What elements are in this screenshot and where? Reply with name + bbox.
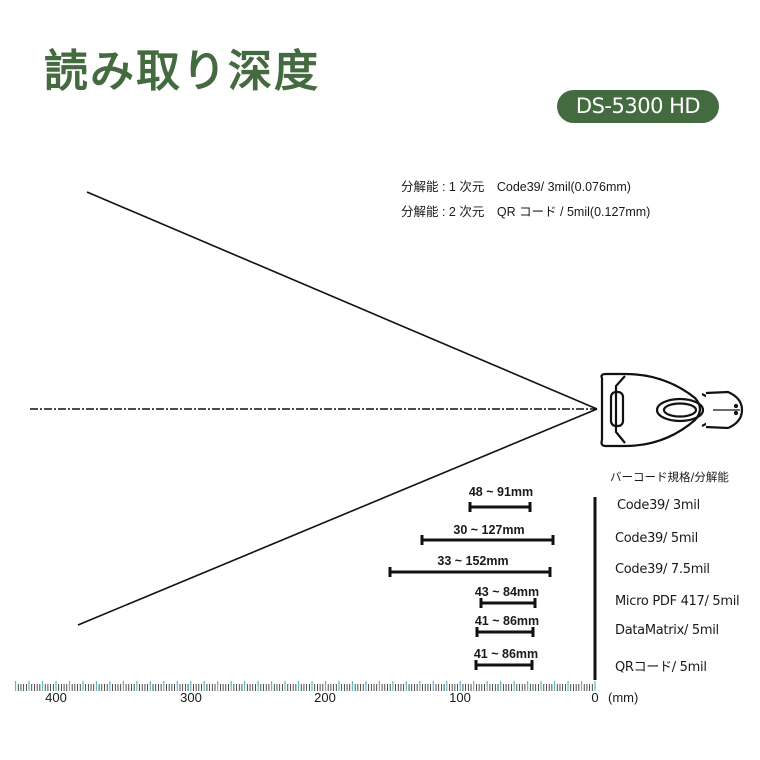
ruler-tick-label: 400 bbox=[45, 690, 67, 705]
distance-ruler bbox=[14, 681, 596, 691]
code-label: Code39/ 3mil bbox=[617, 498, 700, 513]
ruler-tick-label: 200 bbox=[314, 690, 336, 705]
code-label: DataMatrix/ 5mil bbox=[615, 623, 719, 638]
range-label: 41 ~ 86mm bbox=[474, 614, 540, 628]
range-bar-datamatrix-5mil bbox=[475, 627, 535, 637]
range-label: 48 ~ 91mm bbox=[468, 485, 534, 499]
scan-cone-lower-line bbox=[77, 408, 598, 626]
ruler-tick-label: 300 bbox=[180, 690, 202, 705]
range-bar-code39-3mil bbox=[468, 502, 532, 512]
range-label: 41 ~ 86mm bbox=[473, 647, 539, 661]
code-label: Code39/ 7.5mil bbox=[615, 562, 710, 577]
range-bar-micropdf417-5mil bbox=[479, 598, 537, 608]
ruler-tick-label: 0 bbox=[591, 690, 599, 705]
range-label: 43 ~ 84mm bbox=[474, 585, 540, 599]
page-title: 読み取り深度 bbox=[44, 46, 320, 97]
resolution-spec-1d: 分解能 : 1 次元 Code39/ 3mil(0.076mm) bbox=[401, 180, 631, 194]
code-label: QRコード/ 5mil bbox=[615, 660, 707, 675]
code-label: Code39/ 5mil bbox=[615, 531, 698, 546]
legend-heading: バーコード規格/分解能 bbox=[610, 470, 729, 484]
resolution-spec-2d: 分解能 : 2 次元 QR コード / 5mil(0.127mm) bbox=[401, 205, 651, 219]
ruler-unit: (mm) bbox=[608, 690, 639, 705]
model-badge: DS-5300 HD bbox=[557, 90, 719, 123]
barcode-scanner-icon bbox=[600, 372, 744, 448]
range-bar-qr-5mil bbox=[474, 660, 534, 670]
range-bar-code39-5mil bbox=[420, 535, 555, 545]
range-bars bbox=[388, 502, 555, 670]
ruler-tick-label: 100 bbox=[449, 690, 471, 705]
range-label: 33 ~ 152mm bbox=[437, 554, 509, 568]
range-bar-code39-7_5mil bbox=[388, 567, 552, 577]
range-label: 30 ~ 127mm bbox=[453, 523, 525, 537]
scan-cone-upper-line bbox=[86, 191, 598, 410]
code-label: Micro PDF 417/ 5mil bbox=[615, 594, 740, 609]
